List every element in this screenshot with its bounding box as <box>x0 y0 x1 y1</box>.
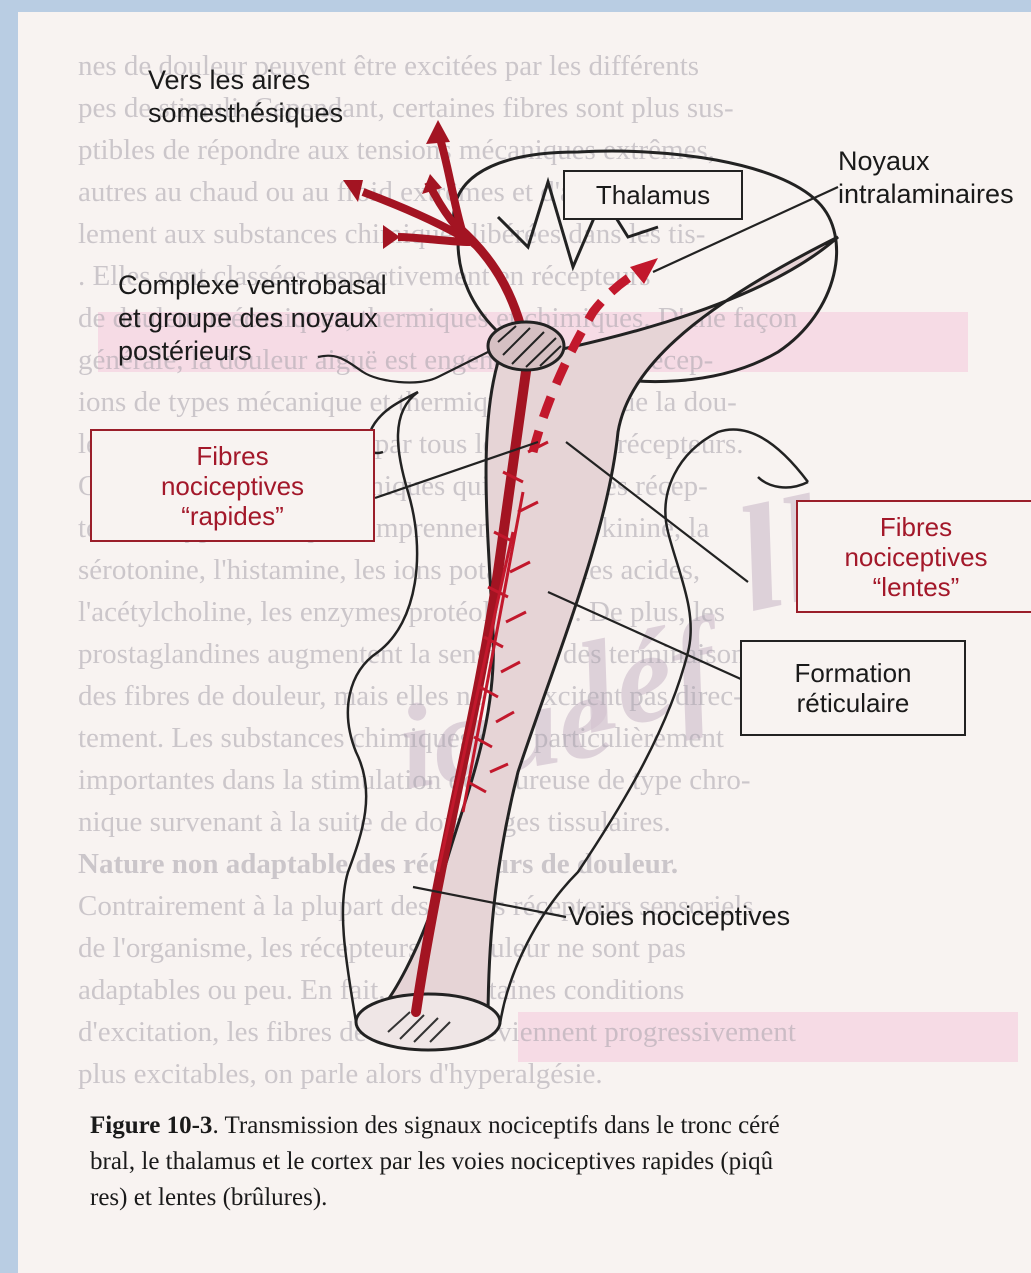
label-formation-reticulaire: Formation réticulaire <box>740 640 966 736</box>
label-rapides-line: nociceptives <box>161 471 304 501</box>
label-lentes-line: Fibres <box>880 512 952 542</box>
book-page: lls léf ique nes de douleur peuvent être… <box>18 12 1031 1273</box>
ventrobasal-nucleus <box>488 322 564 370</box>
fast-pathway <box>343 120 528 1012</box>
label-ventrobasal-line: et groupe des noyaux <box>118 302 387 335</box>
outline-right-bumps <box>758 477 808 487</box>
label-voies-nociceptives: Voies nociceptives <box>568 900 790 933</box>
figure-caption: Figure 10-3. Transmission des signaux no… <box>90 1108 1025 1216</box>
label-lentes-line: nociceptives <box>844 542 987 572</box>
label-lentes-line: “lentes” <box>873 572 960 602</box>
label-noyaux-line: intralaminaires <box>838 178 1014 211</box>
label-noyaux: Noyaux intralaminaires <box>838 145 1014 211</box>
label-voies-text: Voies nociceptives <box>568 901 790 931</box>
label-fibres-rapides: Fibres nociceptives “rapides” <box>90 429 375 542</box>
label-noyaux-line: Noyaux <box>838 145 1014 178</box>
label-ventrobasal: Complexe ventrobasal et groupe des noyau… <box>118 269 387 368</box>
label-reticulaire-line: Formation <box>794 658 911 688</box>
label-ventrobasal-line: postérieurs <box>118 335 387 368</box>
caption-line-2: bral, le thalamus et le cortex par les v… <box>90 1148 773 1175</box>
label-rapides-line: Fibres <box>196 441 268 471</box>
caption-text: . Transmission des signaux nociceptifs d… <box>212 1112 779 1139</box>
caption-line-3: res) et lentes (brûlures). <box>90 1184 327 1211</box>
label-rapides-line: “rapides” <box>181 501 284 531</box>
caption-figure-number: Figure 10-3 <box>90 1112 212 1139</box>
label-fibres-lentes: Fibres nociceptives “lentes” <box>796 500 1031 613</box>
label-reticulaire-line: réticulaire <box>797 688 910 718</box>
label-aires: Vers les aires somesthésiques <box>148 64 343 130</box>
label-thalamus-text: Thalamus <box>596 180 710 210</box>
label-aires-line: somesthésiques <box>148 97 343 130</box>
label-thalamus: Thalamus <box>563 170 743 220</box>
label-ventrobasal-line: Complexe ventrobasal <box>118 269 387 302</box>
spinal-cord-section <box>356 994 500 1050</box>
label-aires-line: Vers les aires <box>148 64 343 97</box>
